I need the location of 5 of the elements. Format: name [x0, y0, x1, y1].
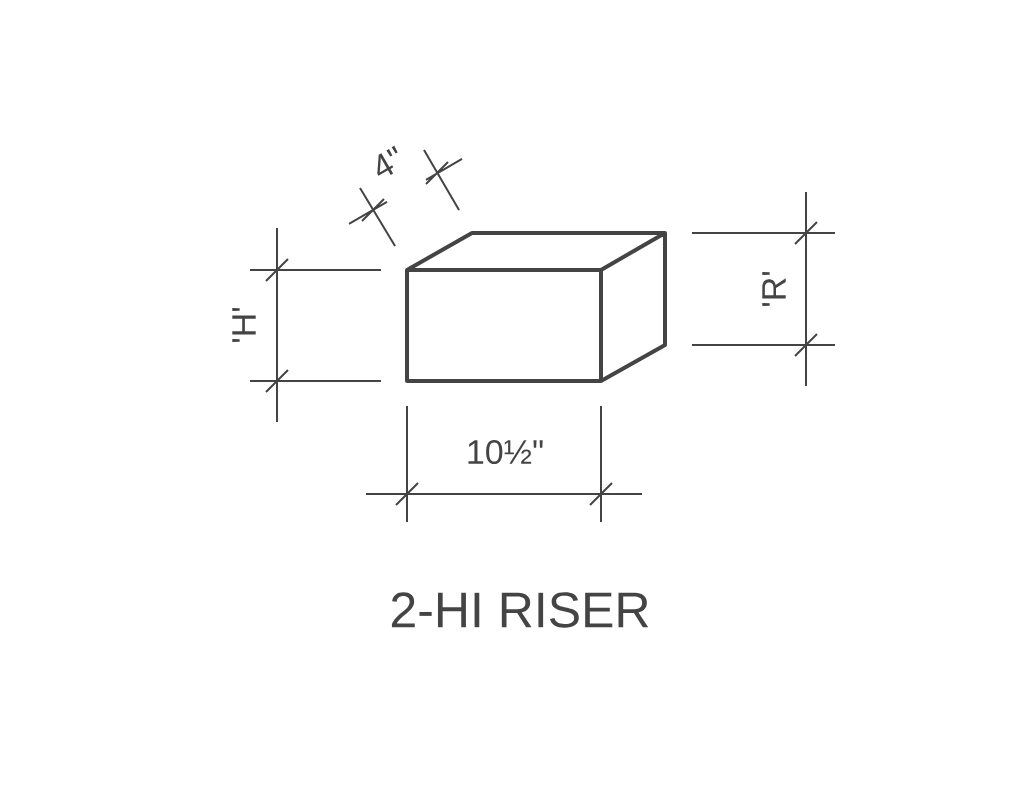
dimension-label: 10½": [468, 439, 543, 464]
title: 2-HI RISER: [391, 592, 649, 628]
dimension-label: 'H': [232, 307, 256, 343]
dimension-label: 4": [377, 145, 398, 176]
dimension-label: 'R': [762, 271, 786, 307]
